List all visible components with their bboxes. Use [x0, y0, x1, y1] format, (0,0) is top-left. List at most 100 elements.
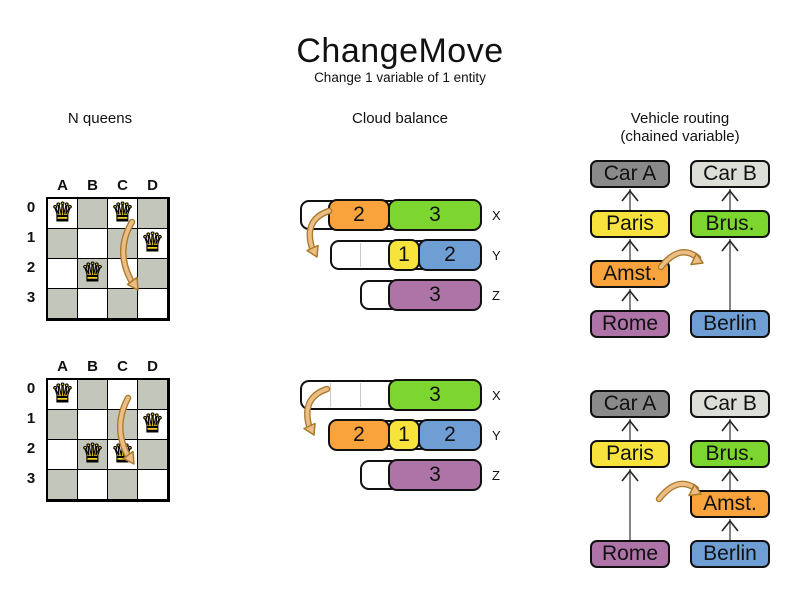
board-row-label: 2 [26, 440, 36, 457]
move-arrow-cloud-after-head [303, 422, 316, 436]
column-header-nqueens: N queens [0, 110, 220, 128]
vrp-node-carb: Car B [690, 160, 770, 188]
queen-icon: ♛ [140, 407, 165, 438]
process-block: 3 [388, 279, 482, 311]
board-column-label: C [117, 358, 129, 375]
queen-icon: ♛ [80, 437, 105, 468]
board-cell [108, 289, 137, 318]
server-bar-gridline [330, 383, 331, 407]
board-cell [48, 259, 77, 288]
queen-icon: ♛ [140, 226, 165, 257]
board-cell [138, 470, 167, 499]
server-label: Y [492, 428, 501, 443]
board-row-label: 1 [26, 410, 36, 427]
board-cell [48, 229, 77, 258]
board-cell [48, 410, 77, 439]
page-subtitle: Change 1 variable of 1 entity [314, 70, 486, 85]
board-row-label: 1 [26, 229, 36, 246]
chain-arrowhead-icon [621, 239, 639, 252]
vrp-node-rome: Rome [590, 540, 670, 568]
board-cell [138, 259, 167, 288]
page-title: ChangeMove [296, 32, 504, 70]
board-column-label: C [117, 177, 129, 194]
chain-arrowhead-icon [721, 189, 739, 202]
vrp-node-brus: Brus. [690, 210, 770, 238]
process-block: 2 [328, 199, 390, 231]
board-cell [108, 380, 137, 409]
board-cell [78, 470, 107, 499]
board-cell [48, 289, 77, 318]
board-cell [78, 380, 107, 409]
move-arrow-cloud-before-head [306, 244, 319, 258]
vrp-node-cara: Car A [590, 160, 670, 188]
board-cell [78, 289, 107, 318]
column-header-sublabel: (chained variable) [620, 128, 740, 145]
column-header-vehicle-routing: Vehicle routing (chained variable) [560, 110, 800, 146]
board-cell [78, 440, 107, 469]
board-cell [48, 380, 77, 409]
vrp-node-paris: Paris [590, 210, 670, 238]
board-cell [138, 199, 167, 228]
server-label: Y [492, 248, 501, 263]
chain-arrowhead-icon [621, 419, 639, 432]
process-block: 2 [418, 239, 482, 271]
board-cell [108, 410, 137, 439]
chain-arrowhead-icon [621, 189, 639, 202]
board-column-label: B [87, 177, 99, 194]
column-header-label: Vehicle routing [630, 110, 730, 127]
process-block: 1 [388, 239, 420, 271]
board-column-label: A [57, 177, 69, 194]
server-label: X [492, 388, 501, 403]
column-header-label: N queens [67, 110, 133, 127]
process-block: 2 [328, 419, 390, 451]
board-cell [108, 229, 137, 258]
vrp-node-rome: Rome [590, 310, 670, 338]
board-row-label: 0 [26, 380, 36, 397]
process-block: 2 [418, 419, 482, 451]
column-header-label: Cloud balance [352, 110, 448, 127]
queen-icon: ♛ [110, 437, 135, 468]
board-cell [138, 410, 167, 439]
server-bar-gridline [360, 383, 361, 407]
vrp-node-carb: Car B [690, 390, 770, 418]
board-column-label: A [57, 358, 69, 375]
board-cell [78, 199, 107, 228]
process-block: 1 [388, 419, 420, 451]
chain-arrowhead-icon [721, 239, 739, 252]
board-row-label: 3 [26, 470, 36, 487]
board-column-label: B [87, 358, 99, 375]
vrp-node-amst: Amst. [590, 260, 670, 288]
board-cell [48, 440, 77, 469]
vrp-node-paris: Paris [590, 440, 670, 468]
server-label: Z [492, 288, 500, 303]
vrp-node-amst: Amst. [690, 490, 770, 518]
server-label: X [492, 208, 501, 223]
vrp-node-berlin: Berlin [690, 540, 770, 568]
board-cell [78, 410, 107, 439]
vrp-node-cara: Car A [590, 390, 670, 418]
board-cell [138, 289, 167, 318]
queen-icon: ♛ [50, 196, 75, 227]
vrp-node-brus: Brus. [690, 440, 770, 468]
board-row-label: 2 [26, 259, 36, 276]
process-block: 3 [388, 459, 482, 491]
vrp-node-berlin: Berlin [690, 310, 770, 338]
process-block: 3 [388, 199, 482, 231]
queen-icon: ♛ [80, 256, 105, 287]
column-header-cloud-balance: Cloud balance [280, 110, 520, 128]
server-label: Z [492, 468, 500, 483]
queen-icon: ♛ [50, 377, 75, 408]
chain-arrowhead-icon [721, 469, 739, 482]
chain-arrowhead-icon [621, 469, 639, 482]
board-cell [108, 259, 137, 288]
board-cell [48, 199, 77, 228]
board-column-label: D [147, 177, 159, 194]
board-cell [78, 259, 107, 288]
move-arrow-vrp-before-head [690, 252, 704, 266]
board-cell [78, 229, 107, 258]
chain-arrowhead-icon [621, 289, 639, 302]
server-bar-gridline [360, 243, 361, 267]
board-row-label: 3 [26, 289, 36, 306]
board-row-label: 0 [26, 199, 36, 216]
